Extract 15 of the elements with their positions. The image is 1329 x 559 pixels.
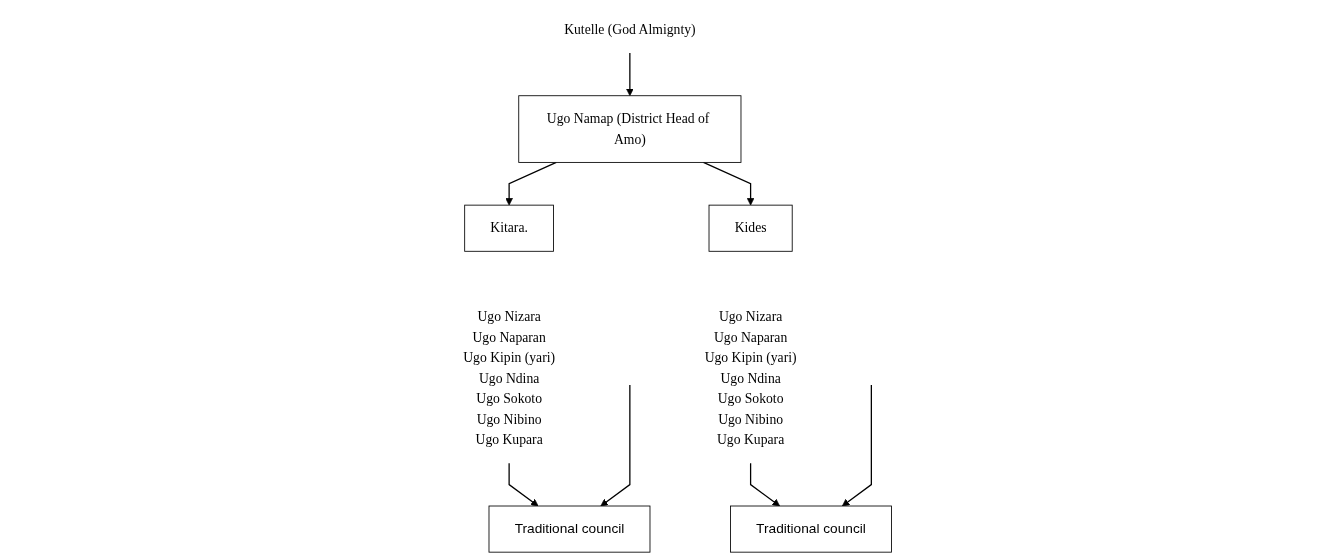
arrow <box>626 52 634 97</box>
node-text: Ugo Nizara Ugo Naparan Ugo Kipin (yari) Ugo Ndina Ugo Sokoto Ugo Nibino Ugo Kupara <box>704 309 797 448</box>
node-text: Ugo Nizara Ugo Naparan Ugo Kipin (yari) Ugo Ndina Ugo Sokoto Ugo Nibino Ugo Kupara <box>463 309 556 448</box>
arrow <box>702 161 755 206</box>
node-box <box>488 505 651 553</box>
arrow <box>508 462 539 507</box>
arrow <box>749 462 780 507</box>
node-box <box>730 505 892 553</box>
node-text: Kutelle (God Almignty) <box>564 22 696 37</box>
node-box <box>708 204 793 252</box>
arrow <box>842 384 872 507</box>
arrow <box>600 384 631 507</box>
node-box <box>518 95 742 163</box>
node-box <box>464 204 554 252</box>
arrow <box>505 161 557 206</box>
